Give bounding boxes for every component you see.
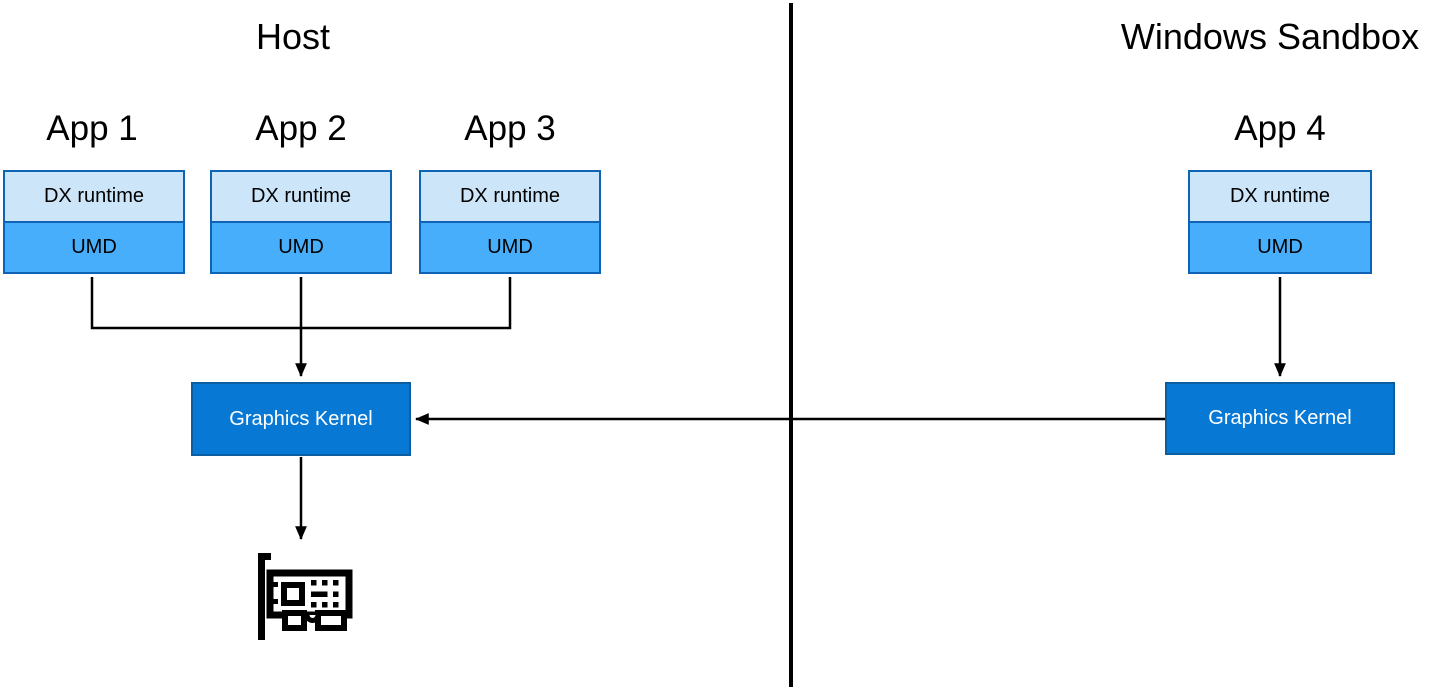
app4-stack: DX runtime UMD: [1188, 170, 1372, 274]
app3-stack: DX runtime UMD: [419, 170, 601, 274]
app4-dx-runtime-box: DX runtime: [1190, 172, 1370, 223]
app2-dx-runtime-box: DX runtime: [212, 172, 390, 223]
section-divider-line: [789, 3, 793, 687]
host-apps-merge-line: [90, 277, 512, 330]
app3-label: App 3: [464, 109, 556, 148]
sandbox-section-title: Windows Sandbox: [1120, 16, 1420, 57]
app2-label: App 2: [255, 109, 347, 148]
app2-umd-box: UMD: [212, 223, 390, 272]
app1-umd-box: UMD: [5, 223, 183, 272]
app3-umd-box: UMD: [421, 223, 599, 272]
host-graphics-kernel-box: Graphics Kernel: [191, 382, 411, 456]
gpu-icon: [258, 553, 353, 640]
app1-dx-runtime-box: DX runtime: [5, 172, 183, 223]
app4-umd-box: UMD: [1190, 223, 1370, 272]
app4-label: App 4: [1234, 109, 1326, 148]
host-section-title: Host: [255, 16, 331, 57]
app2-stack: DX runtime UMD: [210, 170, 392, 274]
app1-label: App 1: [46, 109, 138, 148]
app1-stack: DX runtime UMD: [3, 170, 185, 274]
sandbox-graphics-kernel-box: Graphics Kernel: [1165, 382, 1395, 455]
app3-dx-runtime-box: DX runtime: [421, 172, 599, 223]
